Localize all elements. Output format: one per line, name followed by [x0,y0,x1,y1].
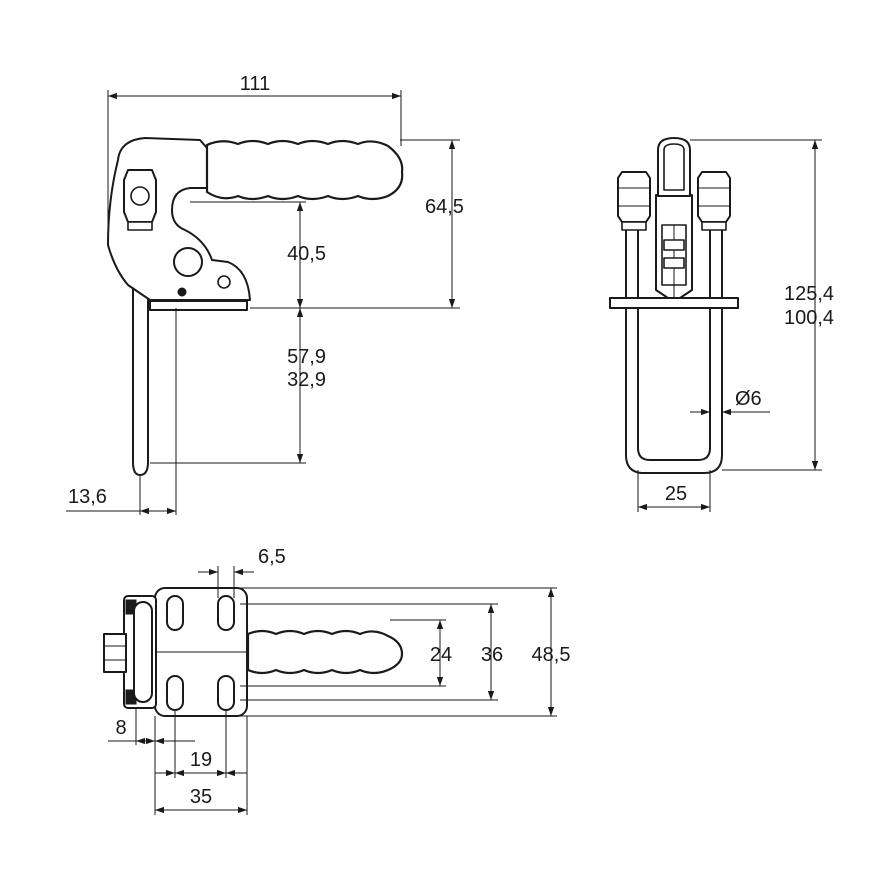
front-link [663,239,685,251]
top-rod-end [103,633,127,673]
base-plate [149,300,248,311]
front-view: 125,4 100,4 Ø6 25 [609,137,834,512]
rivet [177,287,187,297]
dim-label-height-total: 64,5 [425,196,464,218]
dim-label-hook-long: 57,9 [287,346,326,368]
handle-grip [205,139,404,201]
front-base-plate [609,297,739,309]
rivet [217,275,231,289]
dim-label-hole-spacing: 19 [190,749,212,771]
mounting-slot [217,595,235,631]
dim-label-rod-diameter: Ø6 [735,388,762,410]
front-nut-right [697,171,731,223]
front-link [663,257,685,269]
rod-nut-hole [130,186,150,206]
dim-label-loop-width: 25 [665,483,687,505]
dim-label-height-pivot: 40,5 [287,243,326,265]
dim-label-base-width: 48,5 [532,644,571,666]
dim-label-hole-inner: 24 [430,644,452,666]
dim-label-hole-outer: 36 [481,644,503,666]
dim-label-length: 111 [240,73,270,95]
top-hook-loop [133,601,153,703]
front-nut-left [617,171,651,223]
mounting-slot [166,675,184,711]
top-view: 6,5 24 36 48,5 8 19 35 [103,546,571,815]
pivot-hole [173,247,203,277]
dim-label-front-height-short: 100,4 [784,307,834,329]
dim-label-hook-offset: 13,6 [68,486,107,508]
dim-label-front-height-long: 125,4 [784,283,834,305]
side-view: 111 64,5 40,5 57,9 32,9 13,6 [66,73,464,515]
mounting-slot [166,595,184,631]
top-handle-grip [246,629,404,675]
rod-washer [127,221,153,231]
dim-label-offset: 8 [115,717,126,739]
dim-label-slot-width: 6,5 [258,546,286,568]
dim-label-base-length: 35 [190,786,212,808]
dim-label-hook-short: 32,9 [287,369,326,391]
mounting-slot [217,675,235,711]
